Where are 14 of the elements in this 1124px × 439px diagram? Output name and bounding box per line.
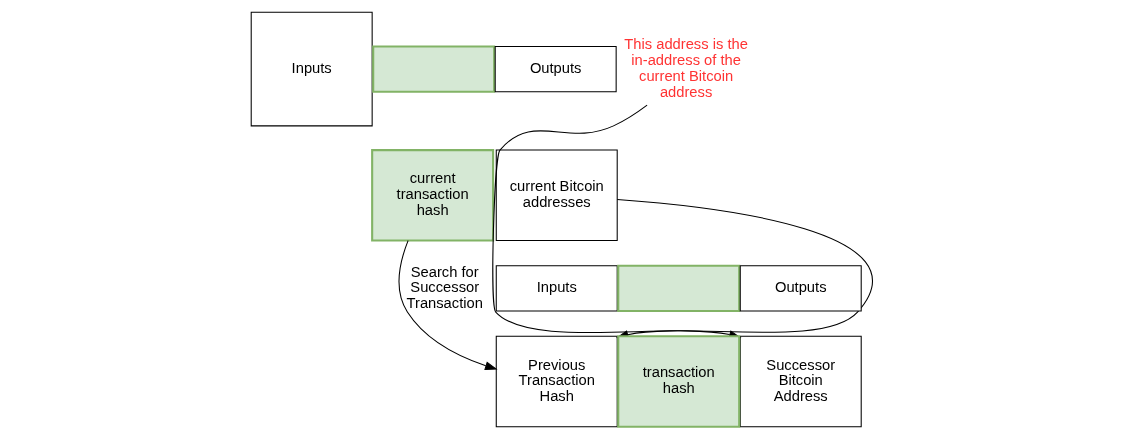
node-text: This address is the in-address of the current Bitcoin address bbox=[624, 36, 748, 100]
node-box bbox=[617, 264, 741, 313]
node-box: transaction hash bbox=[617, 335, 741, 428]
node-box: Outputs bbox=[494, 45, 617, 93]
node-box: Successor Bitcoin Address bbox=[739, 335, 862, 428]
node-box: Previous Transaction Hash bbox=[495, 335, 618, 428]
edge-label: Search for Successor Transaction bbox=[406, 263, 483, 312]
node-box: Inputs bbox=[495, 265, 618, 312]
node-box: current transaction hash bbox=[371, 149, 495, 242]
node-box: current Bitcoin addresses bbox=[495, 149, 618, 242]
node-box: Inputs bbox=[250, 11, 373, 127]
arrow bbox=[398, 240, 498, 370]
node-box: Outputs bbox=[739, 265, 862, 312]
node-box bbox=[372, 45, 496, 93]
